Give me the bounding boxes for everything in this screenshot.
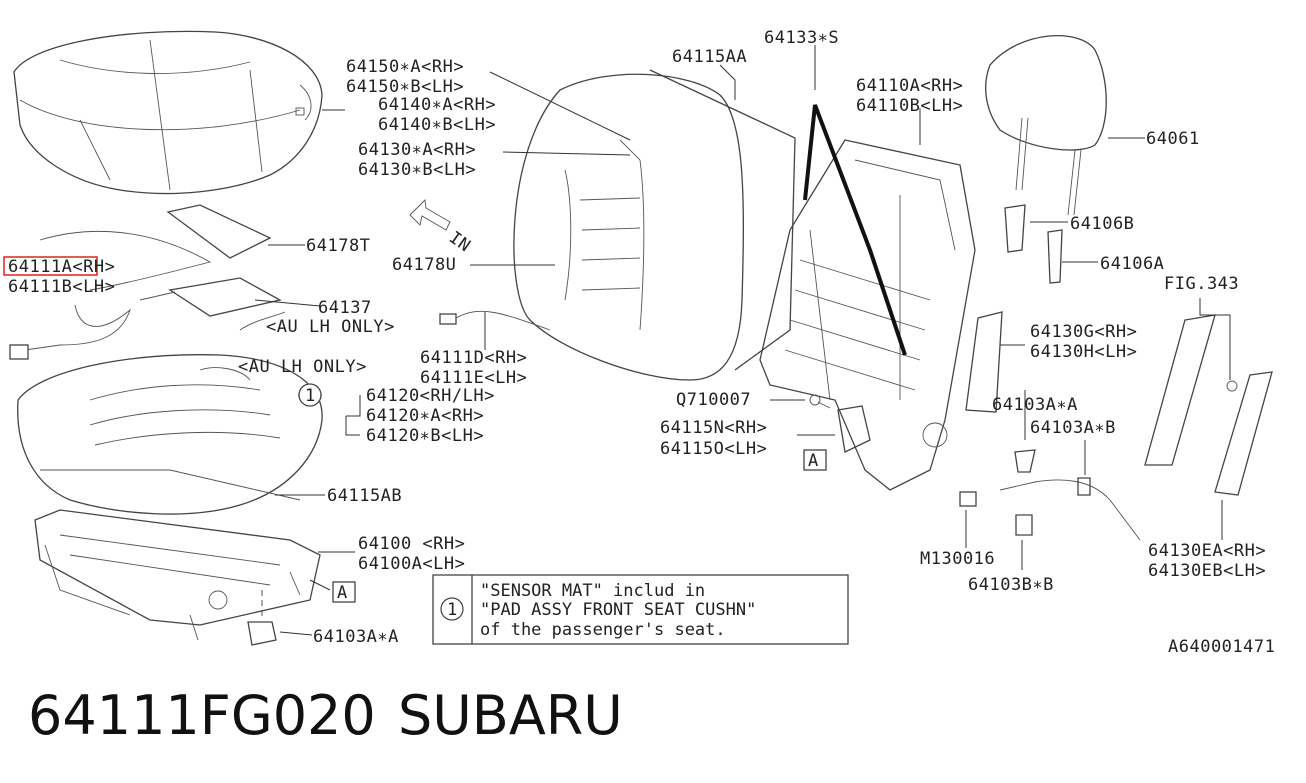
label-64140A: 64140∗A<RH> bbox=[378, 95, 496, 115]
label-64100: 64100 <RH> bbox=[358, 534, 465, 554]
ref-a-label-2: A bbox=[337, 583, 348, 603]
label-64120B: 64120∗B<LH> bbox=[366, 426, 484, 446]
note-number: 1 bbox=[447, 600, 457, 620]
cushion-cover-drawing bbox=[13, 30, 323, 195]
label-64111B: 64111B<LH> bbox=[8, 277, 115, 297]
label-64120: 64120<RH/LH> bbox=[366, 386, 495, 406]
clip-drawing bbox=[809, 394, 871, 453]
cushion-pad-drawing bbox=[17, 354, 323, 515]
label-64061: 64061 bbox=[1146, 129, 1200, 149]
seat-frame-drawing bbox=[34, 509, 321, 646]
note-line-2: "PAD ASSY FRONT SEAT CUSHN" bbox=[480, 600, 756, 620]
label-64106B: 64106B bbox=[1070, 214, 1134, 234]
label-Q710007: Q710007 bbox=[676, 390, 751, 410]
label-64111A: 64111A<RH> bbox=[8, 257, 115, 277]
in-direction-arrow: IN bbox=[409, 199, 474, 257]
seatback-cover-drawing bbox=[513, 69, 796, 381]
side-trim-drawing bbox=[959, 311, 1273, 541]
seatback-frame-drawing bbox=[759, 104, 976, 491]
label-64106A: 64106A bbox=[1100, 254, 1164, 274]
label-64130EB: 64130EB<LH> bbox=[1148, 561, 1266, 581]
label-64130H: 64130H<LH> bbox=[1030, 342, 1137, 362]
note-line-3: of the passenger's seat. bbox=[480, 620, 726, 640]
label-64120A: 64120∗A<RH> bbox=[366, 406, 484, 426]
label-64110B: 64110B<LH> bbox=[856, 96, 963, 116]
ref-a-box-1 bbox=[803, 449, 827, 471]
circle-1-label: 1 bbox=[305, 386, 316, 406]
label-64178U: 64178U bbox=[392, 255, 456, 275]
label-64130B: 64130∗B<LH> bbox=[358, 160, 476, 180]
label-64133S: 64133∗S bbox=[764, 28, 839, 48]
label-64115AB: 64115AB bbox=[327, 486, 402, 506]
label-64111D: 64111D<RH> bbox=[420, 348, 527, 368]
label-64130A: 64130∗A<RH> bbox=[358, 140, 476, 160]
leader-lines bbox=[254, 45, 1231, 636]
label-64115AA: 64115AA bbox=[672, 47, 747, 67]
brand-title: SUBARU bbox=[398, 684, 623, 747]
label-64137: 64137 bbox=[318, 298, 372, 318]
label-64103A-A: 64103A∗A bbox=[992, 395, 1078, 415]
circle-1-marker bbox=[298, 383, 322, 407]
label-64103A-A-2: 64103A∗A bbox=[313, 627, 399, 647]
label-64150B: 64150∗B<LH> bbox=[346, 77, 464, 97]
label-64110A: 64110A<RH> bbox=[856, 76, 963, 96]
ref-a-label-1: A bbox=[808, 451, 819, 471]
ref-a-box-2 bbox=[332, 581, 356, 603]
highlight-box bbox=[3, 256, 98, 276]
headrest-drawing bbox=[985, 35, 1107, 284]
label-64140B: 64140∗B<LH> bbox=[378, 115, 496, 135]
label-64150A: 64150∗A<RH> bbox=[346, 57, 464, 77]
label-64115O: 64115O<LH> bbox=[660, 439, 767, 459]
label-fig343: FIG.343 bbox=[1164, 274, 1239, 294]
label-64111E: 64111E<LH> bbox=[420, 368, 527, 388]
diagram-code: A640001471 bbox=[1168, 637, 1275, 657]
note-line-1: "SENSOR MAT" includ in bbox=[480, 581, 705, 601]
label-64178T: 64178T bbox=[306, 236, 370, 256]
label-64115N: 64115N<RH> bbox=[660, 418, 767, 438]
label-64103B-B: 64103B∗B bbox=[968, 575, 1054, 595]
label-M130016: M130016 bbox=[920, 549, 995, 569]
label-au-lh-only-2: <AU LH ONLY> bbox=[238, 357, 367, 377]
part-number-title: 64111FG020 bbox=[28, 684, 376, 747]
harness-wire-drawing bbox=[439, 310, 551, 331]
note-box: 1 "SENSOR MAT" includ in "PAD ASSY FRONT… bbox=[432, 574, 849, 645]
label-64130EA: 64130EA<RH> bbox=[1148, 541, 1266, 561]
label-64103A-B: 64103A∗B bbox=[1030, 418, 1116, 438]
label-64130G: 64130G<RH> bbox=[1030, 322, 1137, 342]
label-au-lh-only-1: <AU LH ONLY> bbox=[266, 317, 395, 337]
label-64100A: 64100A<LH> bbox=[358, 554, 465, 574]
in-arrow-label: IN bbox=[445, 228, 474, 257]
sensor-mat-drawing bbox=[9, 204, 286, 360]
